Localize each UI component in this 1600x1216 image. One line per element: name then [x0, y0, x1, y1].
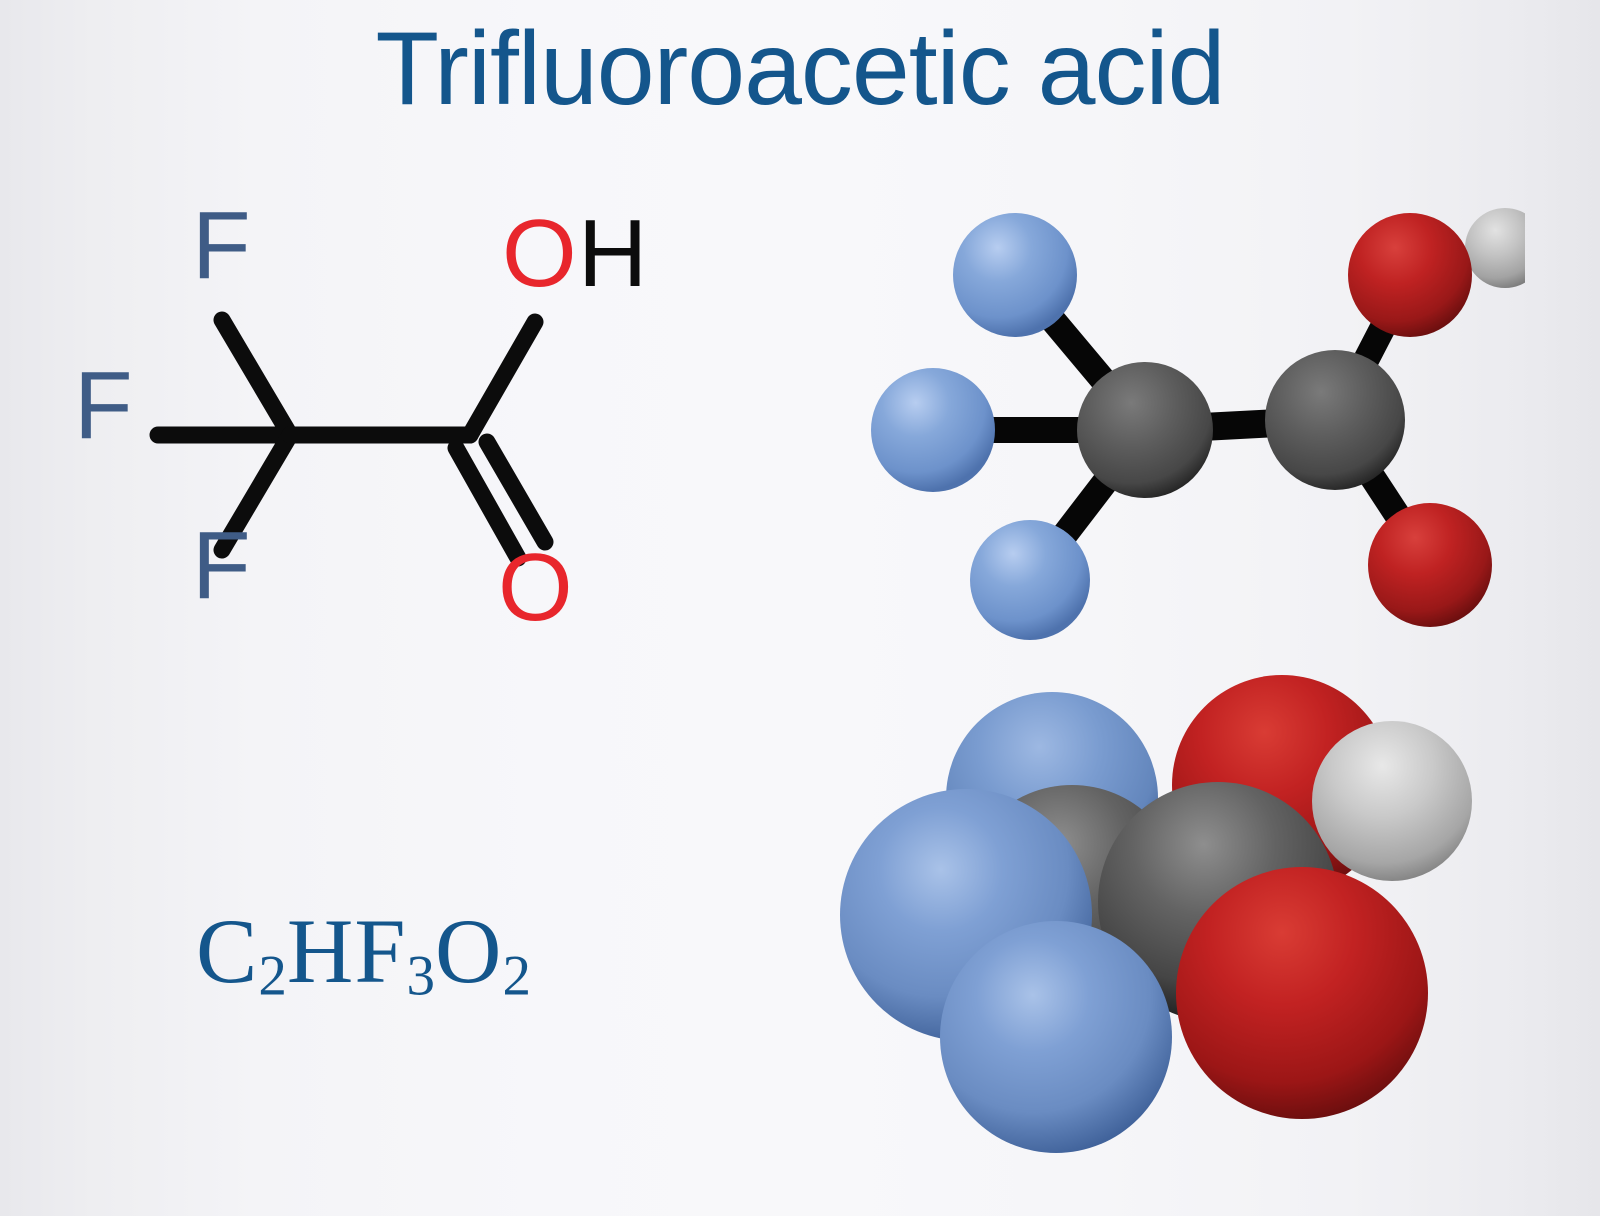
bond-c2-o-carbonyl-b [478, 433, 554, 551]
molecular-formula: C2HF3O2 [196, 898, 531, 1009]
atom-oxygen-carbonyl [1368, 503, 1492, 627]
atom-fluorine-bottom [970, 520, 1090, 640]
sf-atom-fluorine-bottom [940, 921, 1172, 1153]
formula-element-c: C [196, 900, 259, 1002]
skeletal-bonds-svg [149, 311, 554, 567]
atom-label-oxygen-hydroxyl: O [502, 200, 577, 307]
formula-element-f: F [354, 900, 407, 1002]
formula-element-h: H [286, 900, 355, 1002]
atom-hydrogen [1465, 208, 1545, 288]
bond-c2-o-carbonyl-a [447, 439, 527, 567]
bond-c1-f-bottom [213, 426, 299, 559]
atom-carbon-methyl [1077, 362, 1213, 498]
formula-count-f: 3 [406, 944, 436, 1008]
ball-and-stick-model [845, 175, 1545, 655]
sf-atom-hydrogen [1312, 721, 1472, 881]
formula-count-o: 2 [502, 944, 531, 1008]
bond-c2-o-hydroxyl [461, 313, 544, 444]
space-filling-model [820, 665, 1520, 1185]
atom-label-hydrogen-hydroxyl: H [578, 200, 648, 307]
atom-label-fluorine-left: F [74, 352, 133, 459]
bond-c1-f-top [213, 311, 299, 444]
atom-fluorine-left [871, 368, 995, 492]
formula-element-o: O [435, 900, 503, 1002]
atom-label-oxygen-carbonyl: O [498, 534, 573, 641]
skeletal-structure: F F F O H O [40, 180, 720, 680]
atom-oxygen-hydroxyl [1348, 213, 1472, 337]
atom-fluorine-top [953, 213, 1077, 337]
space-filling-svg [840, 675, 1472, 1153]
atom-label-fluorine-bottom: F [192, 512, 251, 619]
sf-atom-oxygen-carbonyl [1176, 867, 1428, 1119]
ball-and-stick-svg [871, 208, 1545, 640]
atom-carbon-carboxyl [1265, 350, 1405, 490]
formula-count-c: 2 [258, 944, 287, 1008]
page-title: Trifluoroacetic acid [375, 11, 1226, 127]
atom-label-fluorine-top: F [192, 192, 251, 299]
